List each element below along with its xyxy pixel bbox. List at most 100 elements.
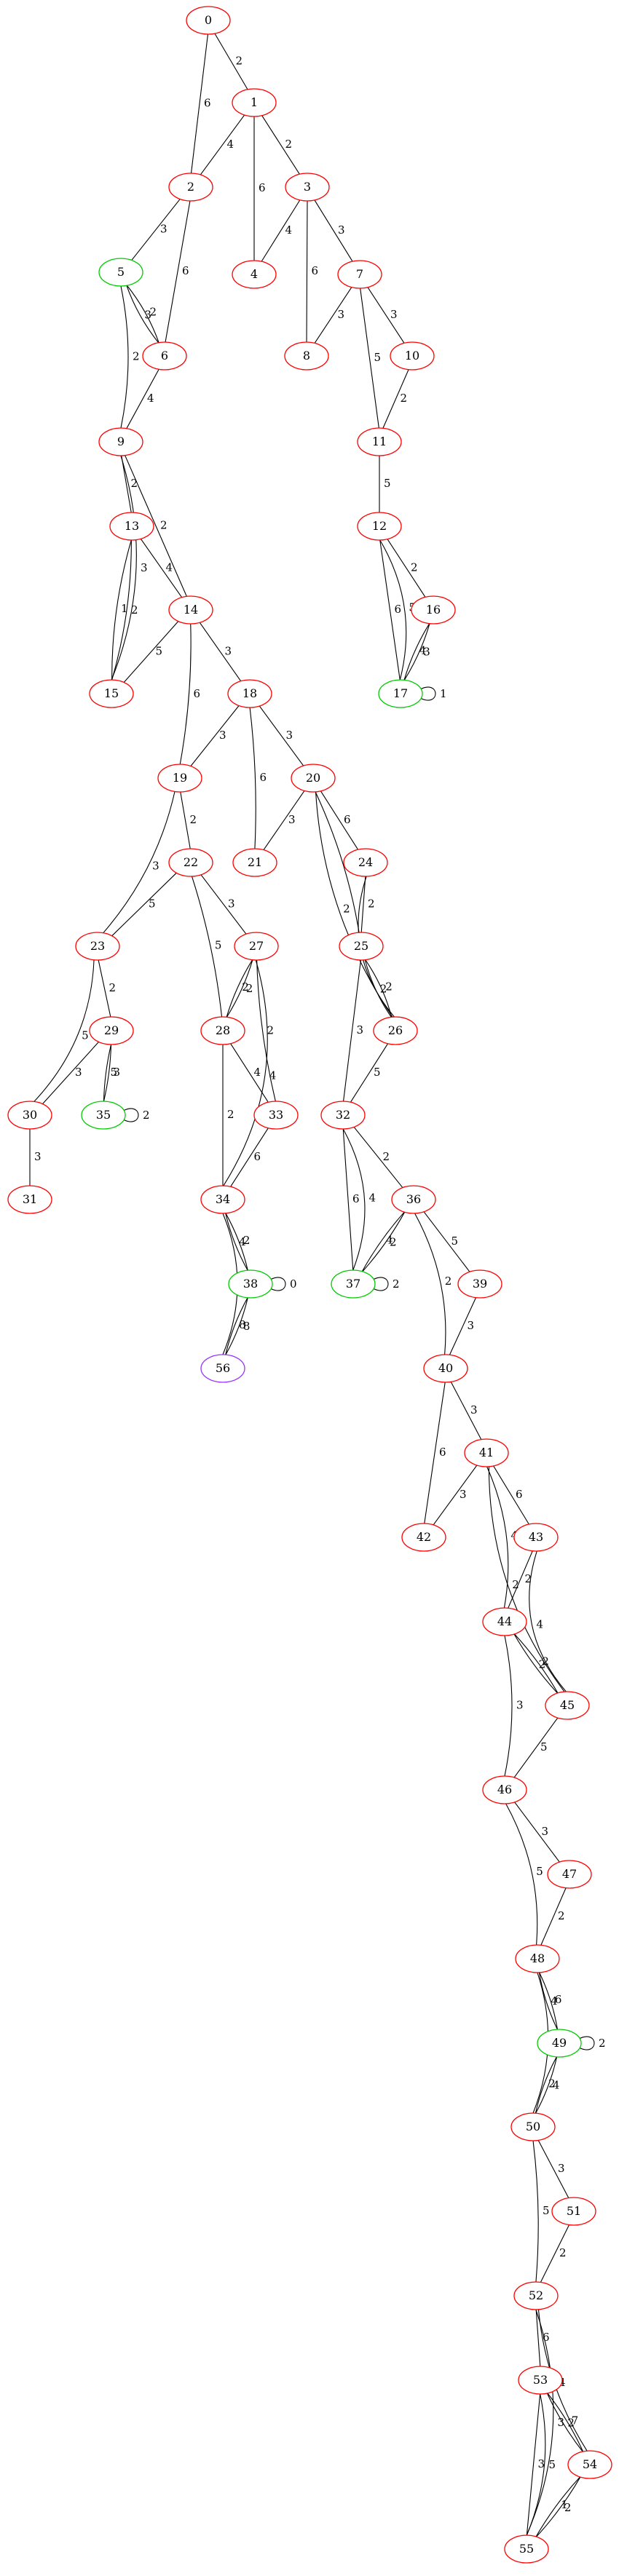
- node-ellipse: [423, 1354, 468, 1383]
- node-46: 46: [482, 1775, 527, 1804]
- edge-53-54-2: 2: [546, 2392, 584, 2453]
- node-ellipse: [537, 2029, 582, 2058]
- edge-5-6-2: 3: [125, 284, 160, 344]
- node-ellipse: [253, 1101, 299, 1130]
- edge-weight-label: 3: [460, 1488, 467, 1501]
- edge-weight-label: 3: [423, 646, 430, 659]
- node-ellipse: [232, 848, 277, 877]
- node-label: 23: [90, 939, 105, 953]
- edges-layer: 2642636436232433522325256421536341336233…: [29, 32, 606, 2539]
- edge-13-15: 2: [111, 539, 138, 681]
- node-9: 9: [98, 427, 143, 456]
- edge-20-21: 3: [262, 789, 306, 852]
- node-ellipse: [232, 88, 277, 117]
- node-ellipse: [411, 595, 456, 625]
- edge-line: [450, 1380, 482, 1441]
- edge-weight-label: 3: [144, 308, 151, 321]
- edge-line: [224, 1212, 248, 1272]
- edge-line: [139, 537, 184, 599]
- node-label: 5: [117, 265, 125, 279]
- node-49: 49: [537, 2029, 582, 2058]
- node-ellipse: [357, 512, 402, 541]
- node-label: 12: [372, 519, 387, 533]
- edge-line: [223, 959, 268, 1186]
- node-label: 3: [304, 180, 311, 194]
- node-label: 33: [269, 1108, 283, 1122]
- edge-line: [249, 707, 256, 849]
- node-ellipse: [513, 1523, 559, 1552]
- edge-7-10: 3: [366, 285, 406, 345]
- edge-weight-label: 7: [572, 2414, 579, 2427]
- edge-23-29: 2: [98, 959, 116, 1018]
- edge-weight-label: 3: [288, 813, 296, 826]
- edge-line: [526, 2393, 541, 2536]
- node-ellipse: [89, 679, 134, 708]
- edge-line: [229, 1042, 269, 1104]
- edge-41-43: 6: [492, 1465, 530, 1526]
- edge-weight-label: 6: [516, 1488, 523, 1501]
- edge-line: [199, 113, 246, 177]
- edge-weight-label: 6: [344, 813, 351, 826]
- edge-weight-label: 4: [285, 223, 293, 237]
- edge-53-55: 5: [526, 2393, 556, 2536]
- edge-22-27: 3: [200, 873, 248, 936]
- edge-weight-label: 5: [82, 1029, 89, 1042]
- node-41: 41: [464, 1438, 509, 1467]
- node-3: 3: [285, 173, 330, 202]
- edge-41-45: 2: [488, 1466, 566, 1693]
- edge-weight-label: 3: [357, 1023, 364, 1037]
- node-label: 22: [184, 855, 198, 869]
- edge-35-35: 2: [122, 1108, 150, 1122]
- edge-weight-label: 2: [243, 1234, 251, 1247]
- edge-weight-label: 4: [166, 561, 173, 574]
- edge-weight-label: 2: [559, 2246, 567, 2259]
- edge-54-55: 2: [535, 2475, 582, 2539]
- node-label: 17: [393, 686, 408, 700]
- edge-12-17-2: 6: [379, 539, 401, 681]
- edge-weight-label: 4: [269, 1069, 277, 1082]
- node-ellipse: [81, 1101, 126, 1130]
- edge-0-2: 6: [190, 33, 211, 174]
- edge-weight-label: 2: [401, 392, 408, 405]
- node-33: 33: [253, 1101, 299, 1130]
- edge-9-14: 2: [124, 454, 188, 598]
- edge-weight-label: 3: [286, 729, 293, 742]
- edge-weight-label: 2: [525, 1572, 532, 1585]
- node-16: 16: [411, 595, 456, 625]
- edge-18-21: 6: [249, 707, 267, 849]
- edge-14-19: 6: [179, 623, 200, 765]
- edge-line: [513, 1716, 559, 1780]
- edge-weight-label: 4: [553, 2078, 560, 2091]
- edge-line: [319, 789, 360, 852]
- edge-weight-label: 6: [193, 687, 200, 700]
- edge-weight-label: 3: [542, 1825, 549, 1838]
- edge-weight-label: 2: [385, 980, 393, 993]
- edge-line: [537, 2139, 569, 2200]
- edge-29-30: 3: [41, 1040, 100, 1106]
- node-12: 12: [357, 512, 402, 541]
- node-ellipse: [515, 1944, 560, 1973]
- edge-53-54: 7: [546, 2392, 584, 2453]
- edge-line: [256, 959, 276, 1102]
- node-14: 14: [168, 595, 213, 625]
- edge-5-9: 2: [120, 285, 140, 429]
- edge-line: [224, 1296, 248, 1356]
- edge-weight-label: 2: [411, 561, 418, 574]
- node-ellipse: [391, 1185, 436, 1214]
- node-ellipse: [567, 2450, 612, 2479]
- edge-line: [191, 876, 223, 1018]
- edge-weight-label: 2: [150, 306, 157, 319]
- edge-line: [229, 1126, 269, 1189]
- edge-weight-label: 6: [254, 1150, 261, 1163]
- edge-7-8: 3: [313, 285, 353, 345]
- node-26: 26: [373, 1016, 418, 1045]
- node-48: 48: [515, 1944, 560, 1973]
- edge-weight-label: 3: [34, 1150, 42, 1163]
- edge-38-38: 0: [269, 1277, 297, 1291]
- edge-weight-label: 3: [538, 2457, 545, 2470]
- edge-line: [504, 1635, 513, 1777]
- node-15: 15: [89, 679, 134, 708]
- node-ellipse: [98, 258, 143, 287]
- edge-36-37: 2: [360, 1210, 406, 1273]
